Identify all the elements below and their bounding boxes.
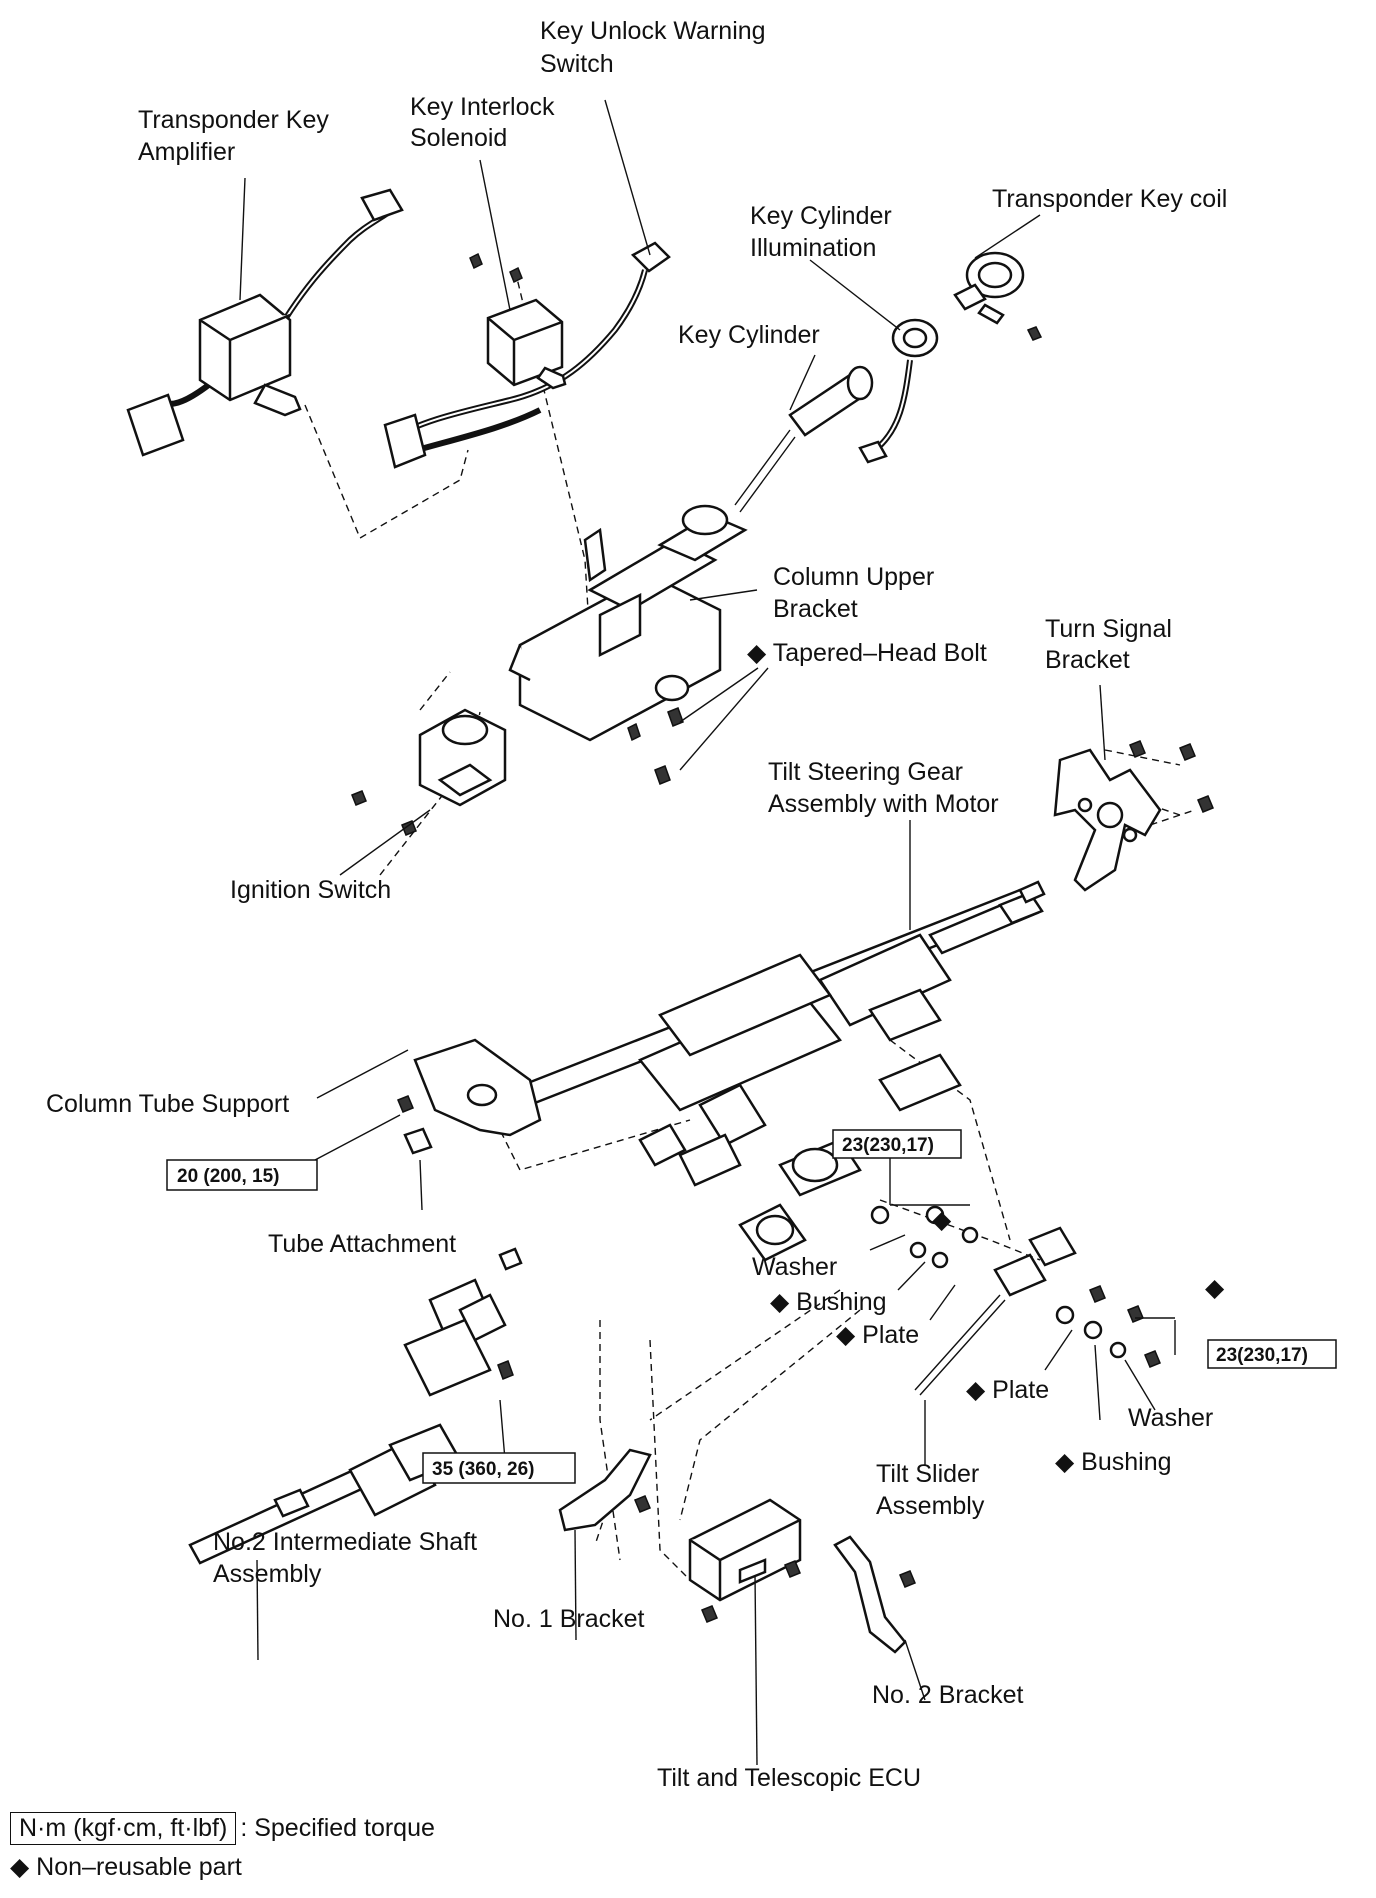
no1-bracket-drawing: [558, 1448, 652, 1532]
label-transponder-key-coil: Transponder Key coil: [992, 185, 1227, 213]
key-cylinder-drawing: [734, 365, 874, 513]
column-upper-bracket-drawing: [508, 504, 748, 785]
legend-nonreusable-text: ◆ Non–reusable part: [10, 1853, 242, 1881]
legend: N·m (kgf·cm, ft·lbf): Specified torque ◆…: [0, 1800, 700, 1898]
label-plate-right: ◆ Plate: [966, 1376, 1049, 1404]
label-tilt-steering-gear-1: Tilt Steering Gear: [768, 758, 963, 786]
tilt-steering-gear-drawing: [498, 880, 1046, 1271]
torque-slider-upper: 23(230,17): [842, 1135, 934, 1156]
text-labels: Key Unlock Warning Switch Transponder Ke…: [46, 17, 1227, 1792]
diamond-top-marker: ◆: [932, 1206, 952, 1234]
label-washer-right: Washer: [1128, 1404, 1213, 1432]
legend-torque-box: N·m (kgf·cm, ft·lbf): [10, 1812, 237, 1845]
label-tilt-steering-gear-2: Assembly with Motor: [768, 790, 999, 818]
legend-torque-text: : Specified torque: [240, 1814, 435, 1842]
legend-nonreusable-row: ◆ Non–reusable part: [10, 1852, 242, 1882]
label-key-unlock-warning-switch-2: Switch: [540, 50, 614, 78]
label-no2-intermediate-shaft-2: Assembly: [213, 1560, 322, 1588]
key-cylinder-illumination-drawing: [858, 318, 939, 464]
torque-slider-right: 23(230,17): [1216, 1345, 1308, 1366]
leader-lines: [239, 99, 1176, 1766]
label-no1-bracket: No. 1 Bracket: [493, 1605, 645, 1633]
label-tilt-slider-assembly-2: Assembly: [876, 1492, 985, 1520]
label-key-cylinder: Key Cylinder: [678, 321, 820, 349]
legend-torque-row: N·m (kgf·cm, ft·lbf): Specified torque: [10, 1812, 435, 1845]
diamond-right-marker: ◆: [1205, 1274, 1225, 1302]
label-key-interlock-solenoid-1: Key Interlock: [410, 93, 555, 121]
exploded-diagram: Key Unlock Warning Switch Transponder Ke…: [46, 17, 1337, 1792]
torque-column-tube-support: 20 (200, 15): [177, 1166, 279, 1187]
label-transponder-key-amplifier-1: Transponder Key: [138, 106, 329, 134]
label-bushing-left: ◆ Bushing: [770, 1288, 887, 1316]
label-bushing-right: ◆ Bushing: [1055, 1448, 1172, 1476]
label-key-unlock-warning-switch-1: Key Unlock Warning: [540, 17, 766, 45]
label-tube-attachment: Tube Attachment: [268, 1230, 456, 1258]
transponder-key-amplifier-drawing: [126, 188, 404, 457]
torque-boxes: 20 (200, 15) 35 (360, 26) 23(230,17) 23(…: [166, 1129, 1337, 1484]
torque-shaft: 35 (360, 26): [432, 1459, 534, 1480]
key-interlock-solenoid-drawing: [383, 241, 671, 469]
label-turn-signal-bracket-1: Turn Signal: [1045, 615, 1172, 643]
label-turn-signal-bracket-2: Bracket: [1045, 646, 1130, 674]
label-tilt-slider-assembly-1: Tilt Slider: [876, 1460, 979, 1488]
column-tube-support-drawing: [397, 1038, 542, 1155]
tilt-telescopic-ecu-drawing: [688, 1498, 802, 1623]
label-key-cylinder-illumination-2: Illumination: [750, 234, 876, 262]
label-no2-intermediate-shaft-1: No.2 Intermediate Shaft: [213, 1528, 477, 1556]
label-key-cylinder-illumination-1: Key Cylinder: [750, 202, 892, 230]
tilt-slider-assembly-drawing: [870, 1205, 1161, 1396]
label-key-interlock-solenoid-2: Solenoid: [410, 124, 507, 152]
label-ignition-switch: Ignition Switch: [230, 876, 391, 904]
no2-intermediate-shaft-drawing: [188, 1278, 514, 1565]
label-column-upper-bracket-2: Bracket: [773, 595, 858, 623]
label-tilt-telescopic-ecu: Tilt and Telescopic ECU: [657, 1764, 921, 1792]
transponder-key-coil-drawing: [953, 251, 1043, 341]
label-column-upper-bracket-1: Column Upper: [773, 563, 934, 591]
label-no2-bracket: No. 2 Bracket: [872, 1681, 1024, 1709]
label-transponder-key-amplifier-2: Amplifier: [138, 138, 235, 166]
label-plate-left: ◆ Plate: [836, 1321, 919, 1349]
no2-bracket-drawing: [833, 1535, 916, 1654]
label-tapered-head-bolt: ◆ Tapered–Head Bolt: [747, 639, 987, 667]
turn-signal-bracket-drawing: [1053, 740, 1214, 892]
label-washer-left: Washer: [752, 1253, 837, 1281]
label-column-tube-support: Column Tube Support: [46, 1090, 289, 1118]
ignition-switch-drawing: [351, 708, 507, 836]
